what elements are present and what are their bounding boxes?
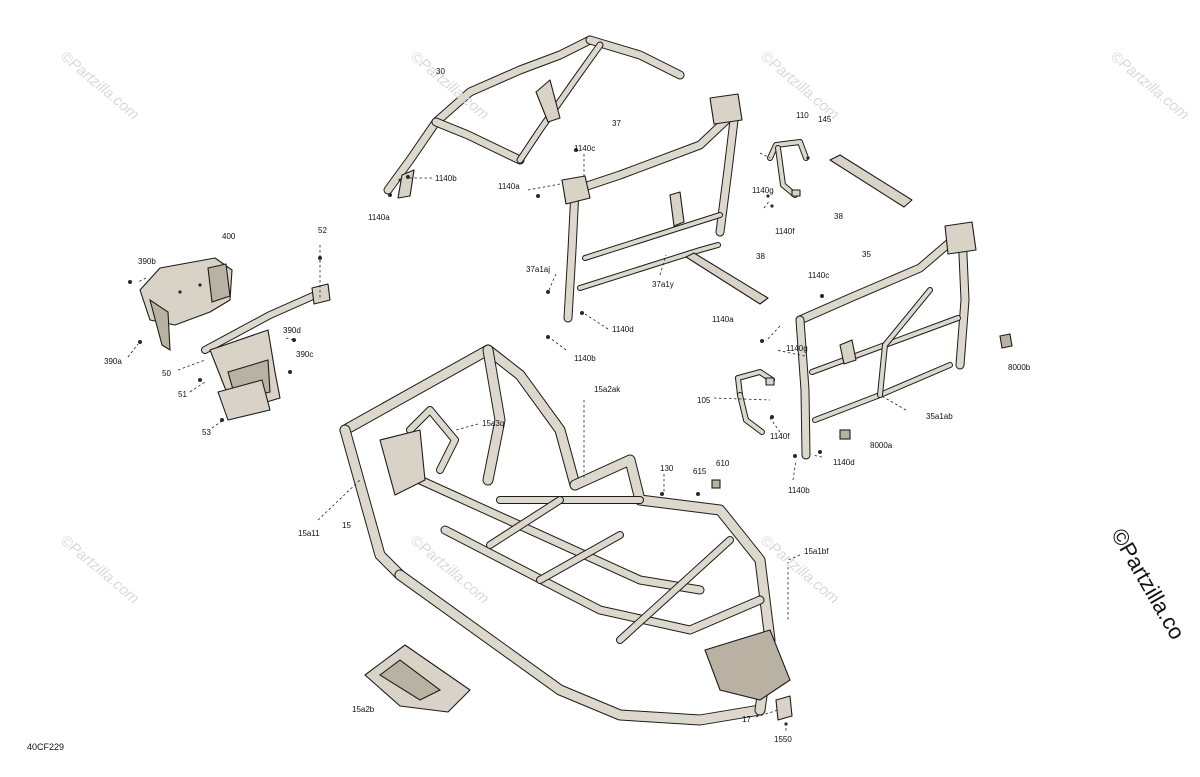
callout-37a1y[interactable]: 37a1y bbox=[652, 280, 674, 289]
callout-37a1aj[interactable]: 37a1aj bbox=[526, 265, 551, 274]
callout-8000b[interactable]: 8000b bbox=[1008, 363, 1031, 372]
callout-1140d-right[interactable]: 1140d bbox=[833, 458, 855, 467]
callout-35a1ab[interactable]: 35a1ab bbox=[926, 412, 953, 421]
callout-1550[interactable]: 1550 bbox=[774, 735, 792, 744]
callout-1140b-mid[interactable]: 1140b bbox=[574, 354, 596, 363]
callout-30[interactable]: 30 bbox=[436, 67, 445, 76]
part-110-grab-handle[interactable] bbox=[766, 139, 810, 208]
callout-1140g-right[interactable]: 1140g bbox=[786, 344, 808, 353]
callout-8000a[interactable]: 8000a bbox=[870, 441, 893, 450]
callout-38-middle[interactable]: 38 bbox=[756, 252, 765, 261]
callout-15a1bf[interactable]: 15a1bf bbox=[804, 547, 829, 556]
part-30-front-roof[interactable] bbox=[383, 35, 685, 199]
callout-610[interactable]: 610 bbox=[716, 459, 730, 468]
callout-15a2ak[interactable]: 15a2ak bbox=[594, 385, 621, 394]
callout-1140c-right[interactable]: 1140c bbox=[808, 271, 830, 280]
callout-38-upper[interactable]: 38 bbox=[834, 212, 843, 221]
part-51-plate[interactable] bbox=[217, 379, 271, 421]
callout-105[interactable]: 105 bbox=[697, 396, 711, 405]
callout-1140b-right[interactable]: 1140b bbox=[788, 486, 810, 495]
callout-1140b[interactable]: 1140b bbox=[435, 174, 457, 183]
part-8000b-clip[interactable] bbox=[999, 333, 1013, 349]
part-15a2b-skid-plate[interactable] bbox=[364, 644, 471, 713]
callout-1140a[interactable]: 1140a bbox=[498, 182, 520, 191]
callout-390d[interactable]: 390d bbox=[283, 326, 301, 335]
callout-1140f-right[interactable]: 1140f bbox=[770, 432, 790, 441]
callout-17[interactable]: 17 bbox=[742, 715, 751, 724]
callout-390c[interactable]: 390c bbox=[296, 350, 314, 359]
callout-1140c[interactable]: 1140c bbox=[574, 144, 596, 153]
callout-1140a-left[interactable]: 1140a bbox=[368, 213, 390, 222]
part-38-crossbar-upper[interactable] bbox=[829, 154, 913, 208]
callout-390b[interactable]: 390b bbox=[138, 257, 156, 266]
callout-390a[interactable]: 390a bbox=[104, 357, 122, 366]
callout-130[interactable]: 130 bbox=[660, 464, 674, 473]
part-38-crossbar-middle[interactable] bbox=[685, 252, 769, 305]
callout-1140f[interactable]: 1140f bbox=[775, 227, 795, 236]
part-400-rear-cover[interactable] bbox=[139, 257, 233, 352]
callout-110[interactable]: 110 bbox=[796, 111, 809, 120]
callout-15a3q[interactable]: 15a3q bbox=[482, 419, 505, 428]
hardware-fasteners bbox=[128, 148, 824, 496]
callout-37[interactable]: 37 bbox=[612, 119, 621, 128]
callout-35[interactable]: 35 bbox=[862, 250, 871, 259]
callout-1140g[interactable]: 1140g bbox=[752, 186, 774, 195]
part-8000a-clip[interactable] bbox=[839, 429, 851, 440]
callout-50[interactable]: 50 bbox=[162, 369, 171, 378]
callout-53[interactable]: 53 bbox=[202, 428, 211, 437]
part-37-upper-frame[interactable] bbox=[561, 93, 743, 323]
callout-51[interactable]: 51 bbox=[178, 390, 187, 399]
part-105-side-handle[interactable] bbox=[735, 369, 775, 435]
callout-15a2b[interactable]: 15a2b bbox=[352, 705, 375, 714]
callout-145[interactable]: 145 bbox=[818, 115, 832, 124]
callout-615[interactable]: 615 bbox=[693, 467, 707, 476]
part-17-bracket[interactable] bbox=[775, 695, 793, 726]
callout-1140a-right[interactable]: 1140a bbox=[712, 315, 734, 324]
part-15-main-frame[interactable] bbox=[339, 344, 791, 726]
callout-400[interactable]: 400 bbox=[222, 232, 236, 241]
drawing-reference: 40CF229 bbox=[27, 742, 65, 752]
callout-15[interactable]: 15 bbox=[342, 521, 351, 530]
callout-52[interactable]: 52 bbox=[318, 226, 327, 235]
leader-lines bbox=[127, 152, 907, 732]
callout-15a11[interactable]: 15a11 bbox=[298, 529, 320, 538]
callout-1140d[interactable]: 1140d bbox=[612, 325, 634, 334]
